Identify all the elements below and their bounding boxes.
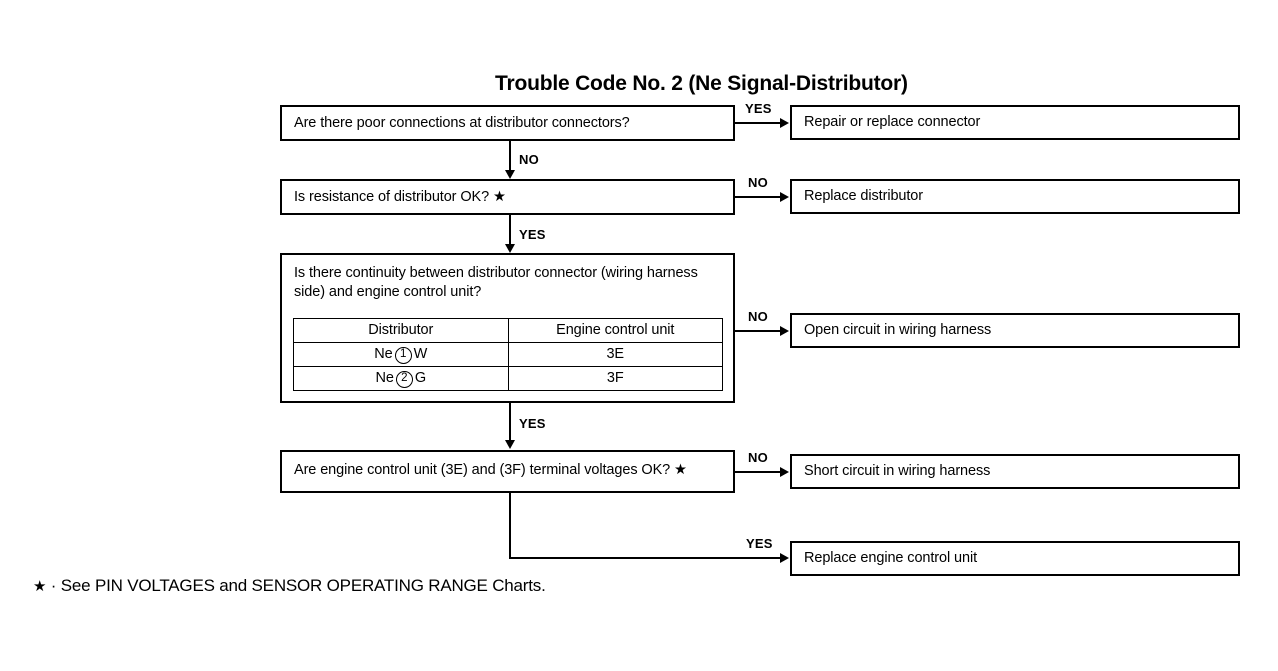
table-cell-ecu-2: 3F [507, 366, 723, 391]
result-box-short-circuit-label: Short circuit in wiring harness [804, 463, 991, 479]
result-box-replace-engine-control-unit: Replace engine control unit [790, 541, 1240, 576]
connector-q2-yes-line [509, 215, 511, 246]
result-box-repair-replace-connector: Repair or replace connector [790, 105, 1240, 140]
connector-q4-yes-hline [509, 557, 781, 559]
result-box-open-circuit: Open circuit in wiring harness [790, 313, 1240, 348]
decision-box-continuity-label: Is there continuity between distributor … [294, 265, 698, 300]
circled-number-2: 2 [395, 371, 413, 388]
connector-q1-no-arrow [505, 170, 515, 179]
table-header-row: Distributor Engine control unit [293, 318, 723, 343]
page-title: Trouble Code No. 2 (Ne Signal-Distributo… [495, 72, 908, 95]
decision-box-continuity: Is there continuity between distributor … [280, 253, 735, 403]
edge-label-q3-yes: YES [519, 416, 546, 431]
distributor-prefix-1: Ne [374, 346, 393, 362]
edge-label-q4-no: NO [748, 450, 768, 465]
connector-q3-yes-arrow [505, 440, 515, 449]
connector-q3-no-arrow [780, 326, 789, 336]
edge-label-q1-no: NO [519, 152, 539, 167]
footnote-separator: · [50, 576, 57, 595]
decision-box-terminal-voltages: Are engine control unit (3E) and (3F) te… [280, 450, 735, 493]
decision-box-poor-connections-label: Are there poor connections at distributo… [294, 114, 630, 131]
distributor-prefix-2: Ne [375, 370, 394, 386]
connector-q1-yes-arrow [780, 118, 789, 128]
decision-box-distributor-resistance-label: Is resistance of distributor OK? ★ [294, 188, 506, 205]
result-box-replace-distributor-label: Replace distributor [804, 188, 923, 204]
wire-color-1: W [413, 346, 428, 362]
connector-q2-no-line [735, 196, 781, 198]
decision-box-terminal-voltages-label: Are engine control unit (3E) and (3F) te… [294, 462, 687, 478]
edge-label-q1-yes: YES [745, 101, 772, 116]
connector-q1-yes-line [735, 122, 781, 124]
footnote-text: See PIN VOLTAGES and SENSOR OPERATING RA… [60, 576, 546, 595]
connector-q4-no-line [735, 471, 781, 473]
result-box-short-circuit: Short circuit in wiring harness [790, 454, 1240, 489]
table-cell-ecu-1: 3E [507, 342, 723, 367]
result-box-open-circuit-label: Open circuit in wiring harness [804, 322, 992, 338]
circled-number-1: 1 [394, 347, 412, 364]
connector-q4-no-arrow [780, 467, 789, 477]
connector-q1-no-line [509, 141, 511, 172]
connector-q2-yes-arrow [505, 244, 515, 253]
connector-q2-no-arrow [780, 192, 789, 202]
decision-box-poor-connections: Are there poor connections at distributo… [280, 105, 735, 141]
footnote: ★ · See PIN VOLTAGES and SENSOR OPERATIN… [33, 576, 546, 596]
table-header-engine-control-unit: Engine control unit [507, 318, 723, 343]
table-header-distributor: Distributor [293, 318, 509, 343]
wire-color-2: G [414, 370, 427, 386]
footnote-star-icon: ★ [33, 578, 47, 595]
result-box-replace-engine-control-unit-label: Replace engine control unit [804, 550, 978, 566]
edge-label-q4-yes: YES [746, 536, 773, 551]
connector-q4-yes-arrow [780, 553, 789, 563]
connector-q3-no-line [735, 330, 781, 332]
result-box-replace-distributor: Replace distributor [790, 179, 1240, 214]
edge-label-q3-no: NO [748, 309, 768, 324]
result-box-repair-replace-connector-label: Repair or replace connector [804, 114, 981, 130]
connector-q4-yes-vline [509, 493, 511, 559]
edge-label-q2-yes: YES [519, 227, 546, 242]
connector-q3-yes-line [509, 403, 511, 441]
decision-box-distributor-resistance: Is resistance of distributor OK? ★ [280, 179, 735, 215]
edge-label-q2-no: NO [748, 175, 768, 190]
